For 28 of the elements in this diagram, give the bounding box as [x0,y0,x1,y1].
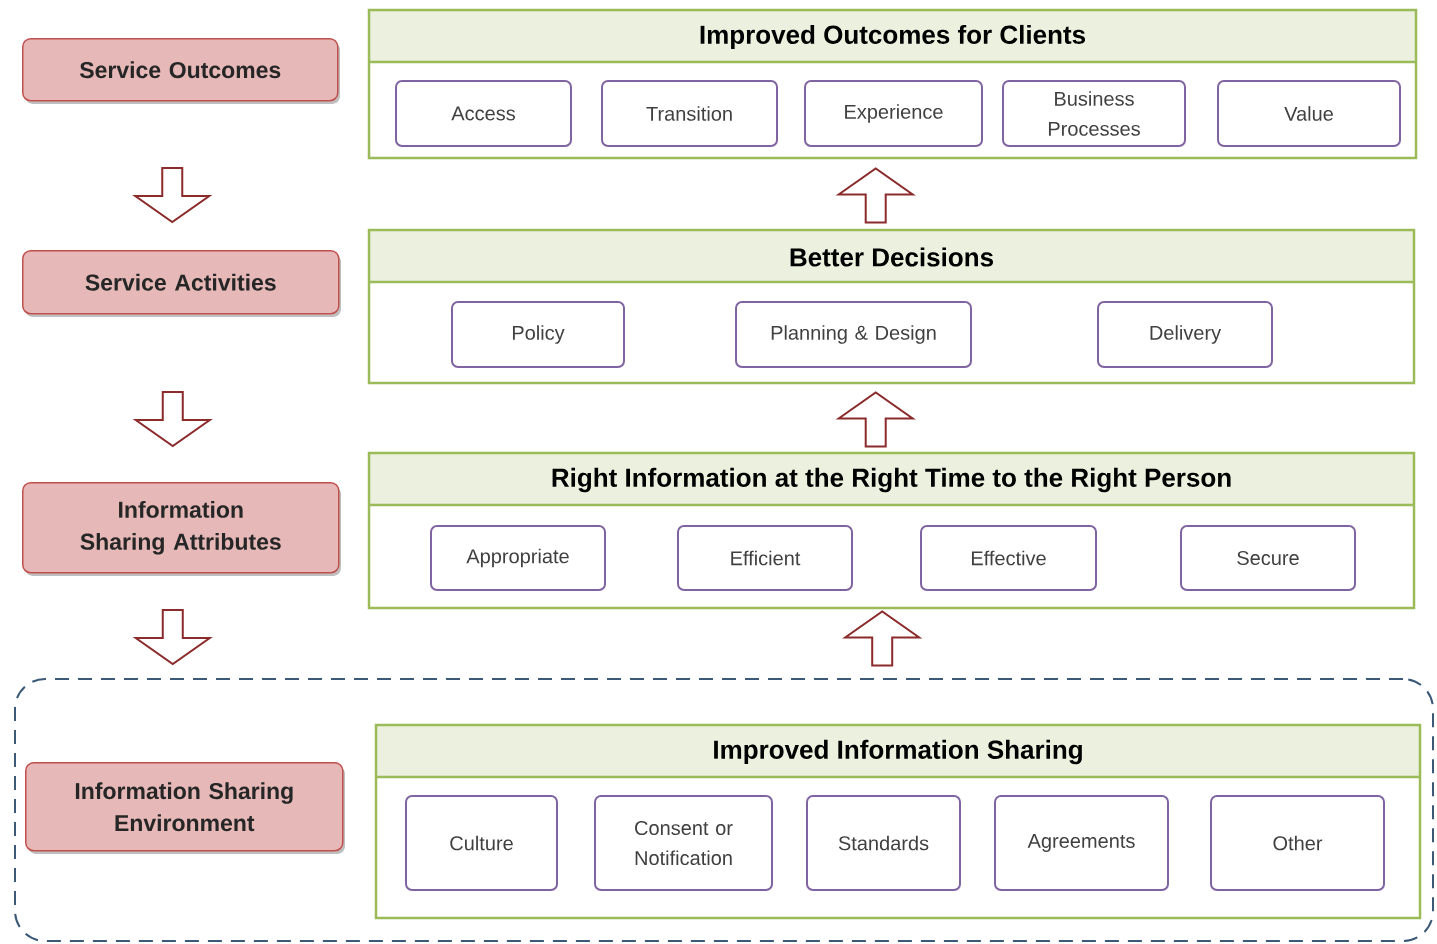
item-box: Value [1217,80,1401,147]
block-arrow [842,610,923,667]
item-box: Experience [804,80,983,147]
block-arrow [835,167,916,224]
item-box: Other [1210,795,1385,891]
label-box: Service Activities [22,250,341,317]
item-box: Business Processes [1002,80,1186,147]
item-box: Consent or Notification [594,795,773,891]
item-box: Transition [601,80,778,147]
label-box: Service Outcomes [22,38,340,104]
item-box: Planning & Design [735,301,972,368]
item-box: Agreements [994,795,1169,891]
label-box: Information Sharing Attributes [22,482,341,576]
block-arrow [132,391,213,448]
item-box: Appropriate [430,525,606,591]
block-arrow [132,167,213,224]
item-box: Culture [405,795,558,891]
item-box: Policy [451,301,625,368]
item-box: Efficient [677,525,853,591]
item-box: Effective [920,525,1097,591]
item-box: Standards [806,795,961,891]
item-box: Access [395,80,572,147]
block-arrow [132,609,213,666]
item-box: Delivery [1097,301,1273,368]
block-arrow [835,391,916,448]
dashed-region [14,678,1434,942]
label-box: Information Sharing Environment [25,762,345,854]
item-box: Secure [1180,525,1356,591]
